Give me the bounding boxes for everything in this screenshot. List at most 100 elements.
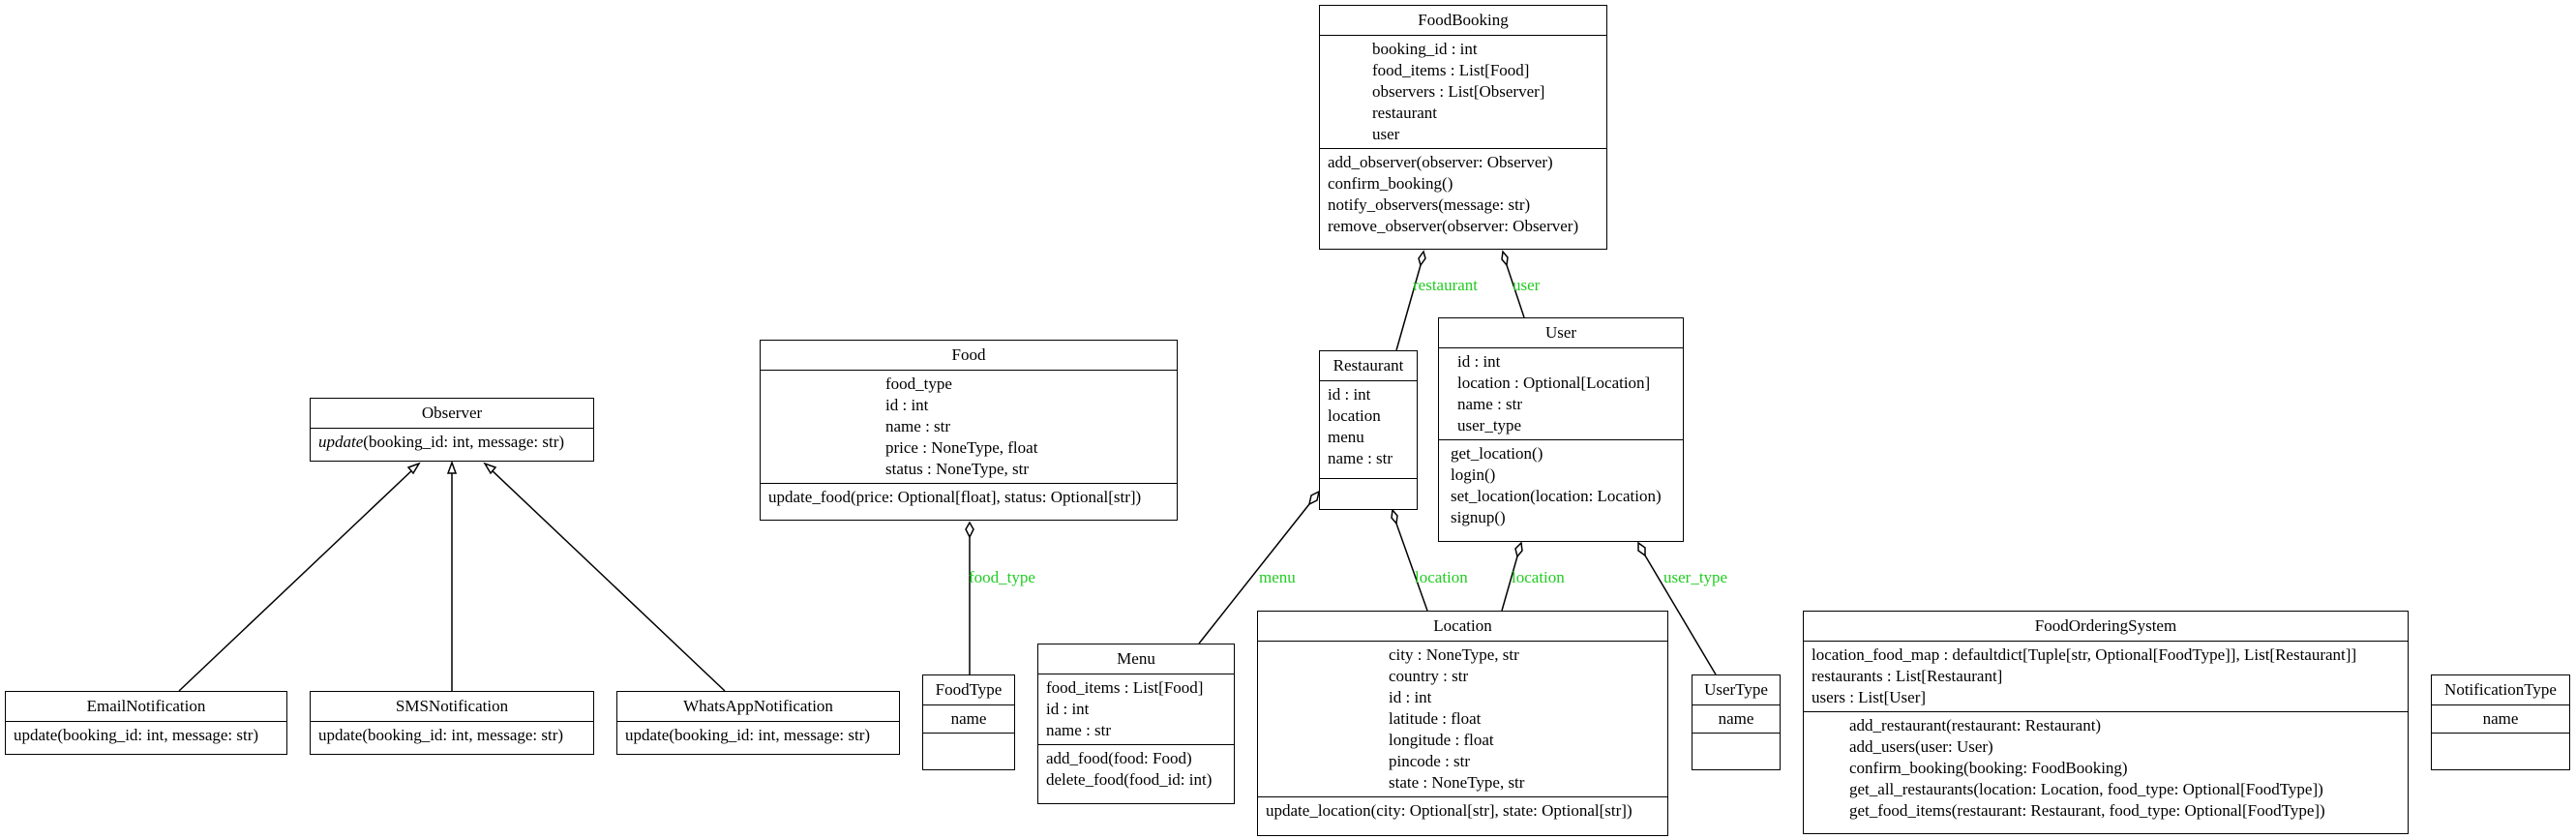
operation-list: get_location() login() set_location(loca… bbox=[1439, 439, 1683, 531]
abstract-operation-name: update bbox=[318, 433, 364, 451]
attribute-list: food_items : List[Food] id : int name : … bbox=[1038, 674, 1234, 744]
operation-list bbox=[923, 733, 1014, 761]
aggregation-diamond-menu bbox=[1307, 490, 1321, 506]
attribute: menu bbox=[1328, 428, 1364, 446]
class-name: NotificationType bbox=[2432, 675, 2569, 705]
edge-label-location-restaurant: location bbox=[1415, 568, 1468, 586]
aggregation-diamond-food-type bbox=[965, 521, 974, 539]
attribute: restaurants : List[Restaurant] bbox=[1812, 667, 2003, 685]
attribute: food_items : List[Food] bbox=[1372, 61, 1530, 79]
attribute: price : NoneType, float bbox=[885, 438, 1038, 457]
class-name: Menu bbox=[1038, 644, 1234, 674]
operation: add_users(user: User) bbox=[1849, 737, 1993, 756]
aggregation-diamond-restaurant bbox=[1418, 250, 1426, 267]
aggregation-edge-menu bbox=[1198, 503, 1310, 644]
attribute: name bbox=[1718, 709, 1754, 728]
edge-label-food-type: food_type bbox=[969, 568, 1035, 586]
class-name: Location bbox=[1258, 612, 1667, 642]
edge-label-user: user bbox=[1513, 276, 1541, 294]
attribute: name bbox=[2482, 709, 2519, 728]
attribute: food_items : List[Food] bbox=[1046, 678, 1204, 697]
operation: update_location(city: Optional[str], sta… bbox=[1266, 801, 1632, 820]
aggregation-diamond-user-type bbox=[1637, 541, 1646, 557]
operation-params: (booking_id: int, message: str) bbox=[363, 433, 565, 451]
class-whatsapp-notification: WhatsAppNotification update(booking_id: … bbox=[616, 691, 900, 755]
attribute: name : str bbox=[1328, 449, 1393, 467]
operation: update_food(price: Optional[float], stat… bbox=[768, 488, 1142, 506]
attribute: id : int bbox=[1457, 352, 1501, 371]
aggregation-diamond-location-restaurant bbox=[1391, 508, 1398, 525]
class-restaurant: Restaurant id : int location menu name :… bbox=[1319, 350, 1418, 510]
attribute: name : str bbox=[1046, 721, 1112, 739]
attribute: user_type bbox=[1457, 416, 1522, 434]
class-name: FoodOrderingSystem bbox=[1804, 612, 2408, 642]
class-name: FoodBooking bbox=[1320, 6, 1606, 36]
attribute: location_food_map : defaultdict[Tuple[st… bbox=[1812, 645, 2357, 664]
class-name: Observer bbox=[311, 399, 593, 429]
operation-list: add_food(food: Food) delete_food(food_id… bbox=[1038, 744, 1234, 794]
attribute: id : int bbox=[1328, 385, 1371, 404]
class-food-type: FoodType name bbox=[922, 674, 1015, 770]
operation: delete_food(food_id: int) bbox=[1046, 770, 1213, 789]
class-name: WhatsAppNotification bbox=[617, 692, 899, 722]
attribute: observers : List[Observer] bbox=[1372, 82, 1545, 101]
operation: get_location() bbox=[1451, 444, 1543, 463]
class-name: UserType bbox=[1692, 675, 1780, 705]
attribute-list: name bbox=[1692, 705, 1780, 733]
class-food-ordering-system: FoodOrderingSystem location_food_map : d… bbox=[1803, 611, 2409, 834]
attribute-list: food_type id : int name : str price : No… bbox=[761, 371, 1177, 483]
attribute: booking_id : int bbox=[1372, 40, 1478, 58]
attribute: longitude : float bbox=[1389, 731, 1494, 749]
attribute: pincode : str bbox=[1389, 752, 1471, 770]
aggregation-edge-restaurant bbox=[1395, 264, 1422, 351]
class-notification-type: NotificationType name bbox=[2431, 674, 2570, 770]
operation: update(booking_id: int, message: str) bbox=[625, 726, 871, 744]
attribute: user bbox=[1372, 125, 1400, 143]
edge-label-user-type: user_type bbox=[1663, 568, 1728, 586]
attribute: location bbox=[1328, 406, 1381, 425]
attribute: food_type bbox=[885, 375, 952, 393]
operation: set_location(location: Location) bbox=[1451, 487, 1662, 505]
attribute: restaurant bbox=[1372, 104, 1438, 122]
operation: add_observer(observer: Observer) bbox=[1328, 153, 1553, 171]
aggregation-edge-location-restaurant bbox=[1395, 523, 1428, 612]
attribute: state : NoneType, str bbox=[1389, 773, 1525, 792]
aggregation-edge-location-user bbox=[1501, 555, 1518, 612]
inheritance-arrowhead-sms bbox=[446, 460, 458, 474]
class-menu: Menu food_items : List[Food] id : int na… bbox=[1037, 644, 1235, 804]
operation-list: add_restaurant(restaurant: Restaurant) a… bbox=[1804, 711, 2408, 824]
attribute: id : int bbox=[1389, 688, 1432, 706]
operation-list: add_observer(observer: Observer) confirm… bbox=[1320, 148, 1606, 240]
class-observer: Observer update(booking_id: int, message… bbox=[310, 398, 594, 462]
class-name: SMSNotification bbox=[311, 692, 593, 722]
inheritance-arrowhead-email bbox=[406, 462, 421, 475]
operation-list: update(booking_id: int, message: str) bbox=[6, 722, 286, 749]
operation: add_food(food: Food) bbox=[1046, 749, 1192, 767]
operation-list bbox=[1320, 478, 1417, 506]
attribute: name : str bbox=[885, 417, 951, 435]
attribute-list: id : int location : Optional[Location] n… bbox=[1439, 348, 1683, 439]
aggregation-diamond-user bbox=[1501, 250, 1509, 267]
operation-list: update(booking_id: int, message: str) bbox=[311, 429, 593, 456]
operation: remove_observer(observer: Observer) bbox=[1328, 217, 1579, 235]
attribute: name : str bbox=[1457, 395, 1523, 413]
attribute-list: booking_id : int food_items : List[Food]… bbox=[1320, 36, 1606, 148]
operation-list bbox=[1692, 733, 1780, 761]
attribute: id : int bbox=[885, 396, 929, 414]
operation-list: update(booking_id: int, message: str) bbox=[617, 722, 899, 749]
attribute: city : NoneType, str bbox=[1389, 645, 1519, 664]
attribute-list: city : NoneType, str country : str id : … bbox=[1258, 642, 1667, 796]
operation: get_all_restaurants(location: Location, … bbox=[1849, 780, 2323, 798]
aggregation-edge-user-type bbox=[1644, 554, 1717, 675]
inheritance-arrowhead-whatsapp bbox=[483, 462, 497, 475]
operation-list bbox=[2432, 733, 2569, 761]
class-name: Food bbox=[761, 341, 1177, 371]
class-name: EmailNotification bbox=[6, 692, 286, 722]
class-user-type: UserType name bbox=[1692, 674, 1781, 770]
class-food: Food food_type id : int name : str price… bbox=[760, 340, 1178, 521]
operation: signup() bbox=[1451, 508, 1506, 526]
class-sms-notification: SMSNotification update(booking_id: int, … bbox=[310, 691, 594, 755]
class-location: Location city : NoneType, str country : … bbox=[1257, 611, 1668, 836]
inheritance-edge-whatsapp bbox=[488, 466, 726, 692]
